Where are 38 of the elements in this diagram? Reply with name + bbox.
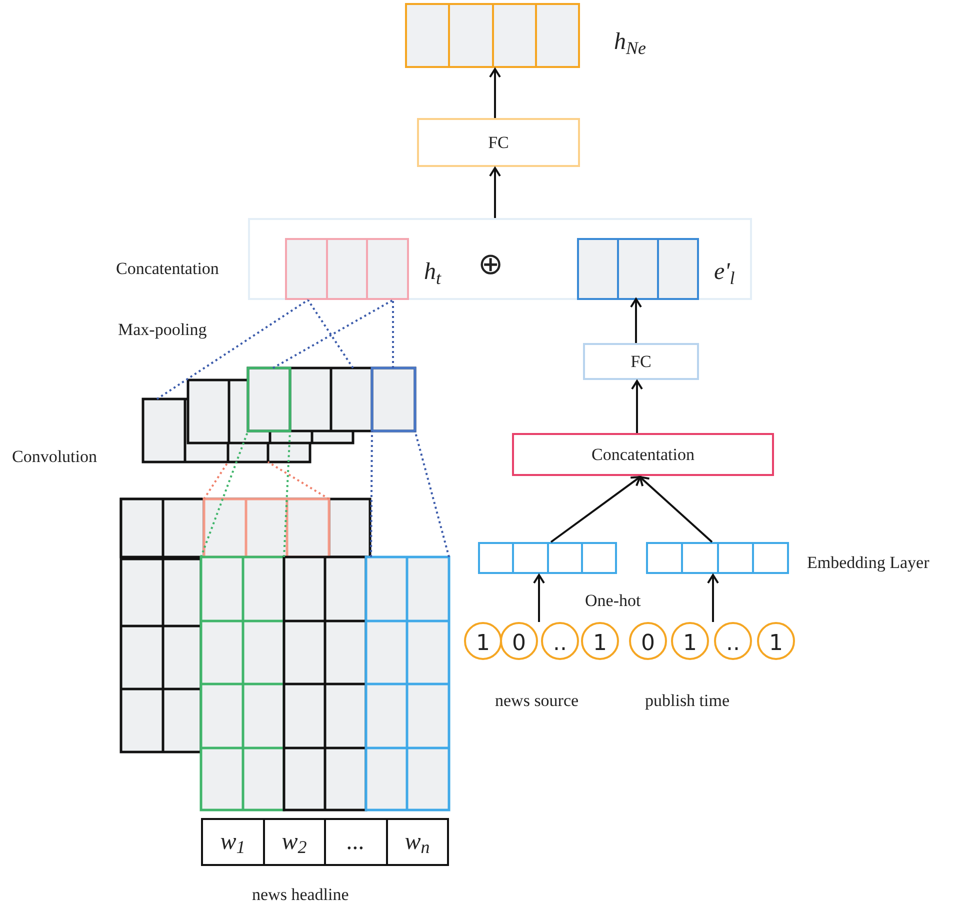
arrow [489,68,501,118]
arrow [550,476,641,543]
vector-bar [478,542,617,574]
arrow [489,167,501,218]
projection-line [307,299,354,369]
arrow [630,298,642,343]
projection-line [200,430,249,558]
concat-operator-symbol: ⊕ [478,250,503,280]
word-token: w$_{2}$ [262,820,324,864]
word-token: w$_{1}$ [219,828,246,858]
process-box: FC [583,343,699,380]
projection-line [156,299,309,400]
vector-symbol: e'$_{l}$ [714,258,735,290]
projection-line [370,431,373,557]
layer-label: news source [495,690,579,712]
arrow [707,574,719,622]
layer-label: Concatentation [116,258,219,280]
process-box: Concatentation [512,433,774,476]
projection-line [272,299,394,369]
layer-label: Convolution [12,446,98,468]
word-token: ... [324,820,386,864]
arrow [639,476,713,543]
process-box: FC [417,118,580,167]
projection-line [283,430,291,558]
vector-symbol: h$_{t}$ [424,258,442,290]
input-label: news headline [252,884,349,906]
projection-line [203,461,229,500]
layer-label: One-hot [585,590,641,612]
arrow [631,380,643,433]
projection-line [392,300,394,368]
layer-label: Max-pooling [118,319,207,341]
projection-line [267,461,330,500]
layer-label: Embedding Layer [807,552,930,574]
layer-label: publish time [645,690,730,712]
projection-line [414,430,450,558]
vector-bar [646,542,789,574]
arrow [533,574,545,622]
word-token: w$_{n}$ [386,820,447,864]
